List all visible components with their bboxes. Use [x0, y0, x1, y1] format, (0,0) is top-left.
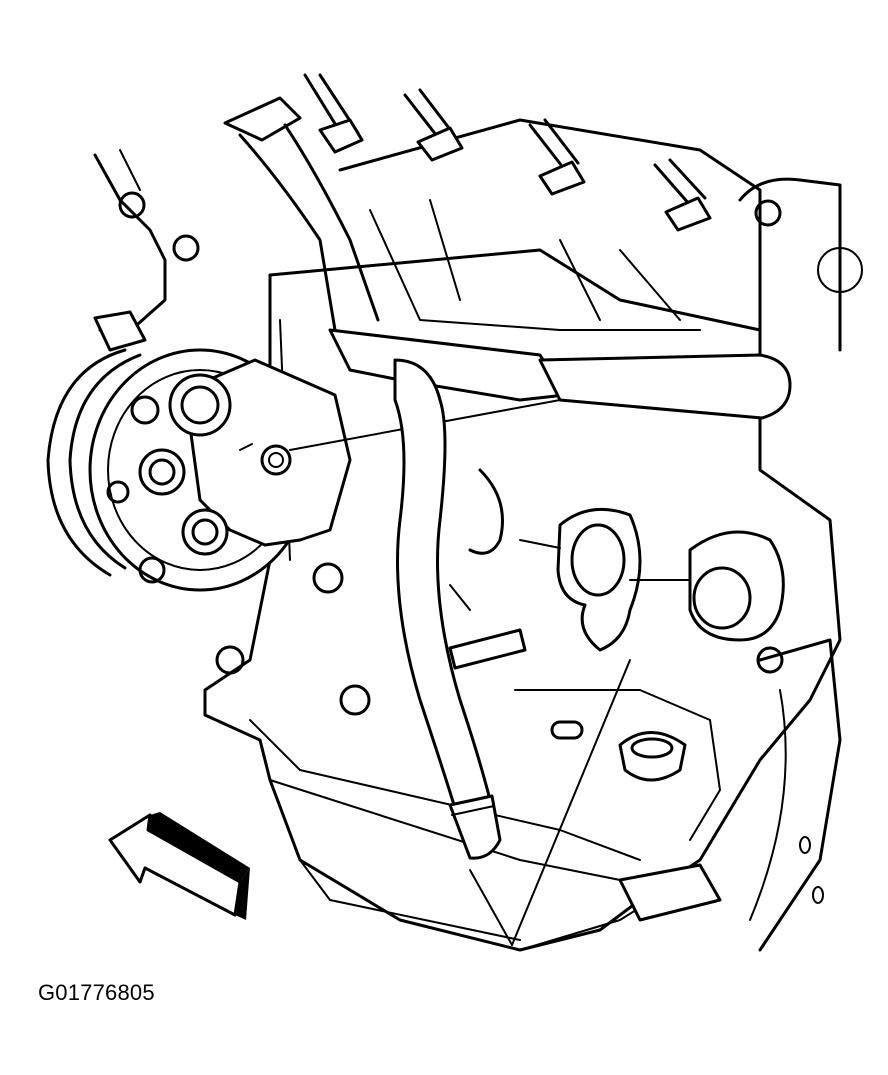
spark-plug-wires [303, 73, 712, 232]
accessory-bracket [93, 149, 200, 352]
front-direction-arrow-icon [108, 812, 250, 920]
figure-id-label: G01776805 [38, 980, 155, 1005]
callout-lines [469, 659, 631, 946]
coolant-bypass-pipe [223, 96, 792, 451]
coolant-passage-openings [519, 507, 785, 652]
cylinder-head [338, 118, 863, 352]
flexplate [618, 638, 842, 952]
water-pump-housing [138, 358, 352, 594]
lower-block-details [215, 468, 721, 841]
coolant-pipe [393, 358, 502, 860]
